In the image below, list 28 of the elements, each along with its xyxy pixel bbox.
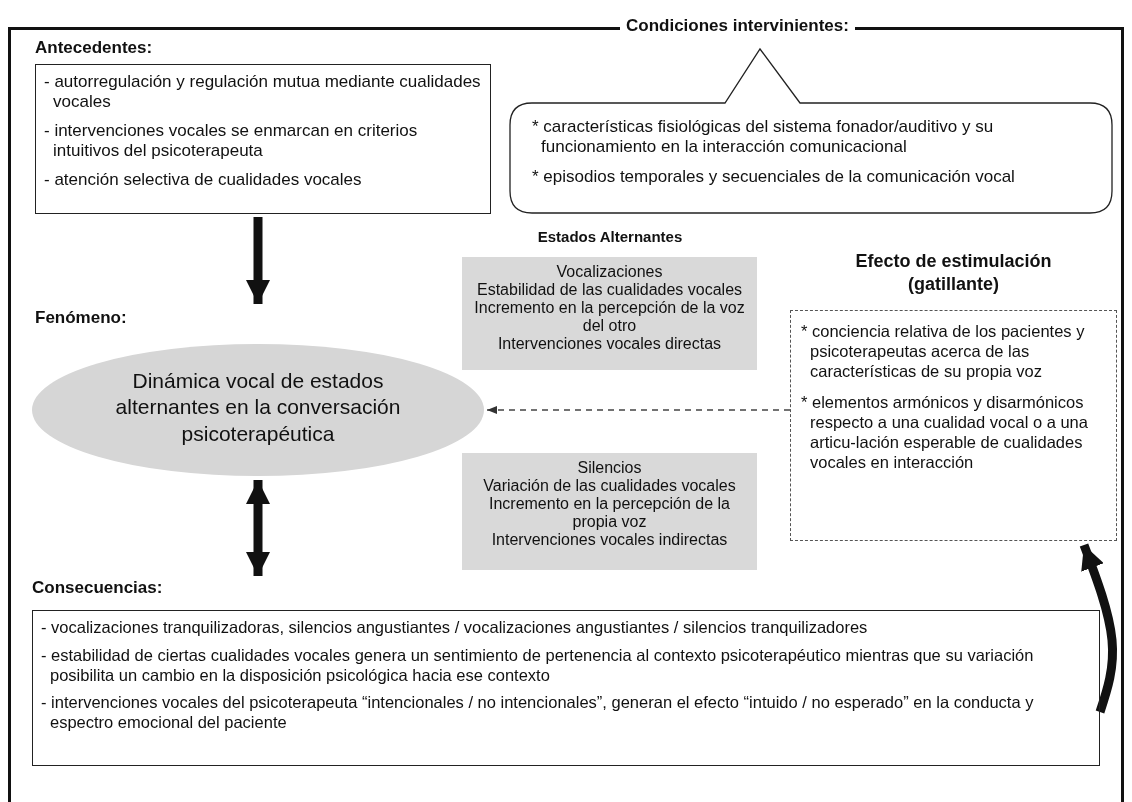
state-text: Intervenciones vocales indirectas (490, 531, 729, 550)
state-text: Vocalizaciones (555, 263, 664, 282)
list-item: - estabilidad de ciertas cualidades vocales genera un sentimiento de pertenencia al contexto psicoterapéutico mientras que su variación posibilita un cambio en la disposición psicológica hacia ese contexto (41, 645, 1035, 686)
section-heading: Fenómeno: (35, 308, 127, 328)
dashed-arrow (486, 406, 791, 414)
arrow (1079, 543, 1118, 714)
list-item: * conciencia relativa de los pacientes y psicoterapeutas acerca de las características de su propia voz (801, 322, 1086, 382)
state-text: Silencios (576, 459, 643, 478)
section-heading: Antecedentes: (35, 38, 153, 58)
state-text: Estabilidad de las cualidades vocales (475, 281, 744, 300)
state-text: Incremento en la percepción de la voz del otro (473, 299, 746, 336)
group-heading: Estados Alternantes (536, 228, 684, 245)
list-item: - atención selectiva de cualidades vocales (44, 169, 363, 190)
arrow (246, 480, 270, 576)
arrow (246, 217, 270, 304)
list-item: * elementos armónicos y disarmónicos respecto a una cualidad vocal o a una articu-lación esperable de cualidades vocales en interacción (801, 393, 1089, 473)
list-item: - autorregulación y regulación mutua mediante cualidades vocales (44, 72, 482, 113)
state-text: Variación de las cualidades vocales (482, 477, 737, 496)
section-heading: Consecuencias: (32, 578, 163, 598)
list-item: - vocalizaciones tranquilizadoras, silencios angustiantes / vocalizaciones angustiantes / silencios tranquilizadores (41, 618, 869, 638)
state-text: Incremento en la percepción de la propia voz (487, 495, 731, 532)
list-item: * características fisiológicas del sistema fonador/auditivo y su funcionamiento en la interacción comunicacional (532, 117, 995, 158)
list-item: - intervenciones vocales del psicoterapeuta “intencionales / no intencionales”, generan el efecto “intuido / no esperado” en la conducta y espectro emocional del paciente (41, 693, 1035, 733)
section-heading: Efecto de estimulación (gatillante) (854, 250, 1053, 297)
list-item: - intervenciones vocales se enmarcan en criterios intuitivos del psicoterapeuta (44, 120, 419, 162)
phenomenon-text: Dinámica vocal de estados alternantes en la conversación psicoterapéutica (114, 368, 402, 447)
state-text: Intervenciones vocales directas (496, 335, 723, 354)
list-item: * episodios temporales y secuenciales de la comunicación vocal (532, 166, 1016, 188)
